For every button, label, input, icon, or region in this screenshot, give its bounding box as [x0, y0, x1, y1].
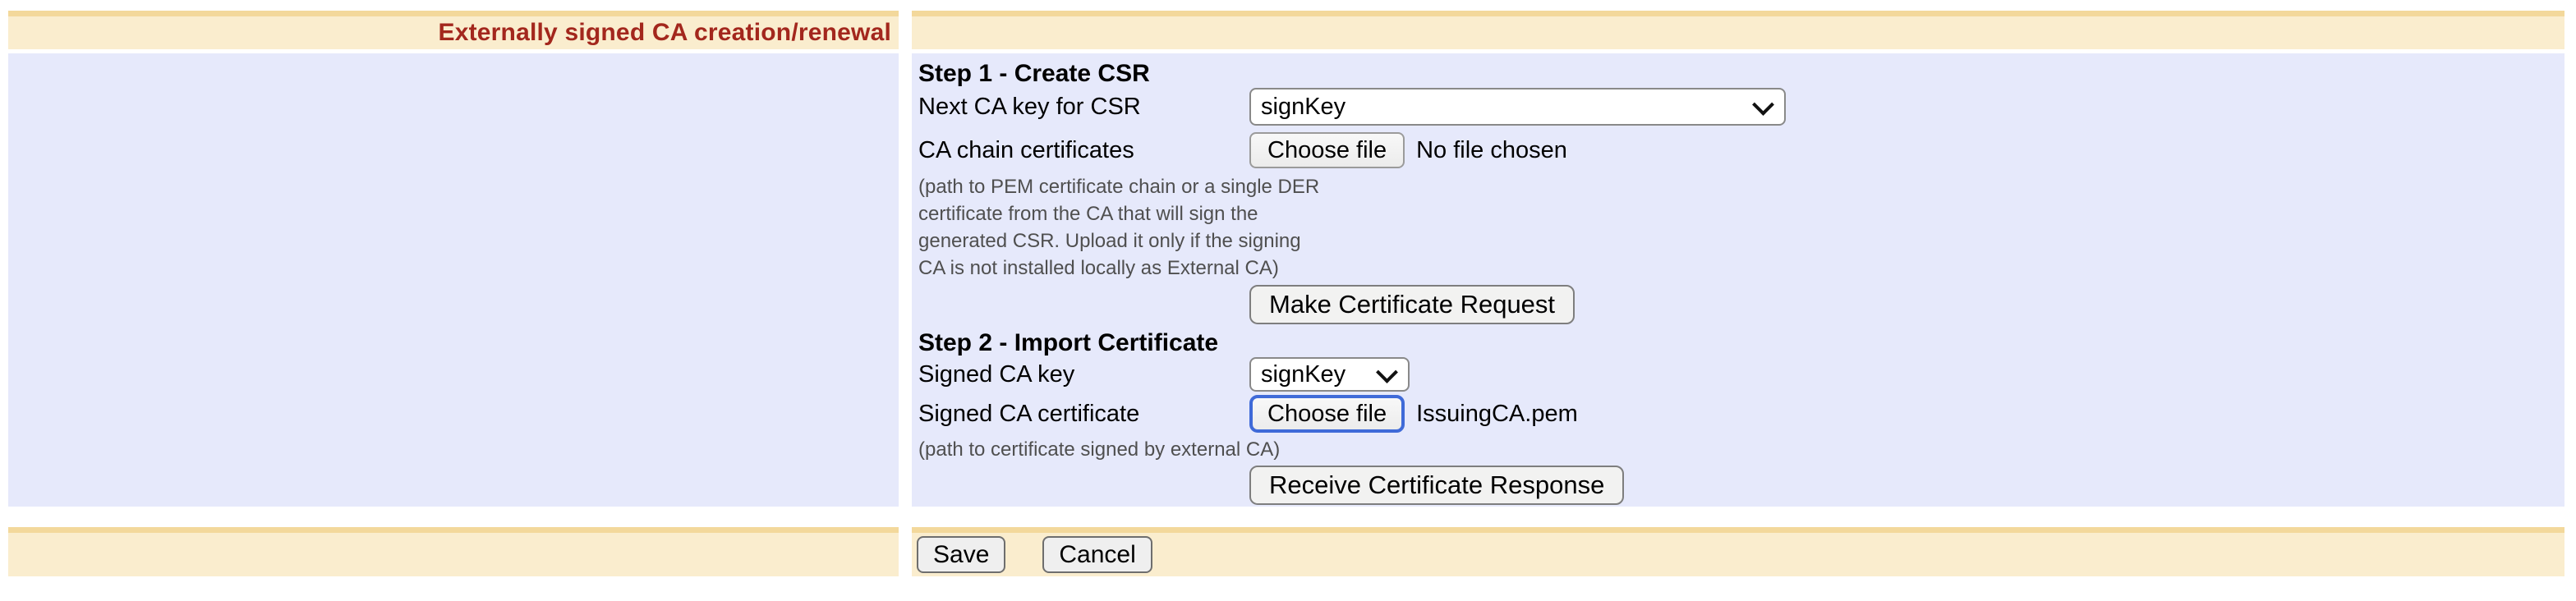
main-left-cell: [8, 53, 899, 507]
signed-ca-cert-label: Signed CA certificate: [918, 400, 1140, 427]
ca-chain-row: CA chain certificates Choose file No fil…: [918, 132, 2564, 168]
footer-left-cell: [8, 527, 899, 576]
signed-ca-key-label: Signed CA key: [918, 360, 1075, 388]
next-ca-key-select[interactable]: signKey: [1249, 88, 1786, 126]
page-title: Externally signed CA creation/renewal: [438, 19, 891, 46]
help-line: (path to PEM certificate chain or a sing…: [918, 176, 1320, 198]
receive-certificate-response-button[interactable]: Receive Certificate Response: [1249, 466, 1625, 505]
header-row: Externally signed CA creation/renewal: [8, 11, 2564, 49]
signed-ca-key-select-wrap: signKey: [1249, 357, 1410, 392]
step2-heading: Step 2 - Import Certificate: [918, 329, 1219, 356]
signed-ca-cert-row: Signed CA certificate Choose file Issuin…: [918, 395, 2564, 433]
header-right-cell: [912, 11, 2564, 49]
signed-ca-key-select[interactable]: signKey: [1249, 357, 1410, 392]
help-line: certificate from the CA that will sign t…: [918, 203, 1258, 225]
step1-heading: Step 1 - Create CSR: [918, 60, 1150, 87]
ca-chain-label: CA chain certificates: [918, 136, 1134, 163]
ca-chain-file-status: No file chosen: [1416, 136, 1567, 163]
main-form-cell: Step 1 - Create CSR Next CA key for CSR …: [912, 53, 2564, 507]
footer-right-cell: Save Cancel: [912, 527, 2564, 576]
ca-chain-choose-file-button[interactable]: Choose file: [1249, 132, 1405, 168]
next-ca-key-row: Next CA key for CSR signKey: [918, 88, 2564, 126]
ca-form-table: Externally signed CA creation/renewal St…: [8, 11, 2564, 576]
make-certificate-request-button[interactable]: Make Certificate Request: [1249, 285, 1576, 324]
signed-ca-cert-choose-file-button[interactable]: Choose file: [1249, 395, 1405, 433]
save-button[interactable]: Save: [917, 536, 1006, 573]
next-ca-key-select-wrap: signKey: [1249, 88, 1786, 126]
header-left-cell: Externally signed CA creation/renewal: [8, 11, 899, 49]
signed-ca-key-row: Signed CA key signKey: [918, 357, 2564, 392]
main-row: Step 1 - Create CSR Next CA key for CSR …: [8, 53, 2564, 507]
signed-ca-cert-file-name: IssuingCA.pem: [1416, 400, 1578, 427]
ca-chain-help-text: (path to PEM certificate chain or a sing…: [918, 173, 2564, 282]
next-ca-key-label: Next CA key for CSR: [918, 93, 1141, 120]
cancel-button[interactable]: Cancel: [1042, 536, 1152, 573]
help-line: CA is not installed locally as External …: [918, 257, 1279, 279]
signed-ca-cert-help-text: (path to certificate signed by external …: [918, 438, 1281, 461]
help-line: generated CSR. Upload it only if the sig…: [918, 230, 1301, 252]
footer-row: Save Cancel: [8, 527, 2564, 576]
